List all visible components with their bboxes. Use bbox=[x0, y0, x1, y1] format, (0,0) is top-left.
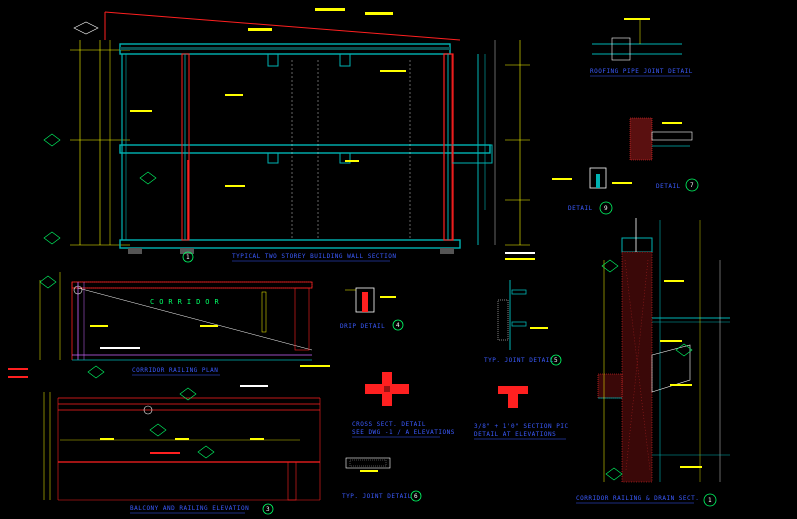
railing-sect-title: CORRIDOR RAILING & DRAIN SECT. bbox=[576, 495, 699, 502]
elevation-title: BALCONY AND RAILING ELEVATION bbox=[130, 505, 249, 512]
typ-joint2-title: TYP. JOINT DETAIL bbox=[342, 493, 412, 500]
detail7-bubble: 7 bbox=[690, 182, 694, 189]
detail-7: DETAIL 7 bbox=[629, 117, 699, 192]
typ-joint-title: TYP. JOINT DETAIL bbox=[484, 357, 554, 364]
elevation-bubble: 3 bbox=[266, 506, 270, 513]
typ-joint2-bubble: 6 bbox=[414, 493, 418, 500]
typ-joint-bubble: 5 bbox=[554, 357, 558, 364]
corridor-railing-plan: CORRIDOR CORRIDOR RAILING PLAN bbox=[8, 272, 330, 379]
corridor-plan-title: CORRIDOR RAILING PLAN bbox=[132, 367, 218, 374]
cross-sect-sub: SEE DWG -1 / A ELEVATIONS bbox=[352, 429, 455, 436]
drip-detail: DRIP DETAIL 4 bbox=[340, 287, 404, 331]
drip-bubble: 4 bbox=[396, 322, 400, 329]
typ-joint-detail: TYP. JOINT DETAIL 5 bbox=[484, 280, 562, 366]
roofing-joint-title: ROOFING PIPE JOINT DETAIL bbox=[590, 68, 693, 75]
section-pic-title: 3/8" + 1'0" SECTION PIC bbox=[474, 423, 569, 430]
drip-title: DRIP DETAIL bbox=[340, 323, 385, 330]
railing-drain-section: CORRIDOR RAILING & DRAIN SECT. 1 bbox=[576, 218, 730, 507]
section-pic: 3/8" + 1'0" SECTION PIC DETAIL AT ELEVAT… bbox=[474, 386, 569, 440]
cross-sect-title: CROSS SECT. DETAIL bbox=[352, 421, 426, 428]
cross-sect-detail: CROSS SECT. DETAIL SEE DWG -1 / A ELEVAT… bbox=[352, 372, 455, 438]
corridor-label: CORRIDOR bbox=[150, 298, 224, 306]
balcony-railing-elevation: BALCONY AND RAILING ELEVATION 3 bbox=[43, 385, 321, 515]
typ-joint-detail-2: TYP. JOINT DETAIL 6 bbox=[342, 457, 422, 502]
detail9-title: DETAIL bbox=[568, 205, 593, 212]
title-main-section: TYPICAL TWO STOREY BUILDING WALL SECTION… bbox=[182, 251, 397, 263]
main-wall-section bbox=[43, 8, 535, 260]
detail-9: DETAIL 9 bbox=[552, 167, 632, 215]
main-section-title: TYPICAL TWO STOREY BUILDING WALL SECTION bbox=[232, 253, 397, 260]
railing-sect-bubble: 1 bbox=[708, 497, 712, 504]
detail9-bubble: 9 bbox=[604, 205, 608, 212]
detail7-title: DETAIL bbox=[656, 183, 681, 190]
main-section-bubble: 1 bbox=[186, 254, 190, 261]
section-pic-sub: DETAIL AT ELEVATIONS bbox=[474, 431, 556, 438]
roofing-joint-detail: ROOFING PIPE JOINT DETAIL bbox=[590, 18, 693, 77]
